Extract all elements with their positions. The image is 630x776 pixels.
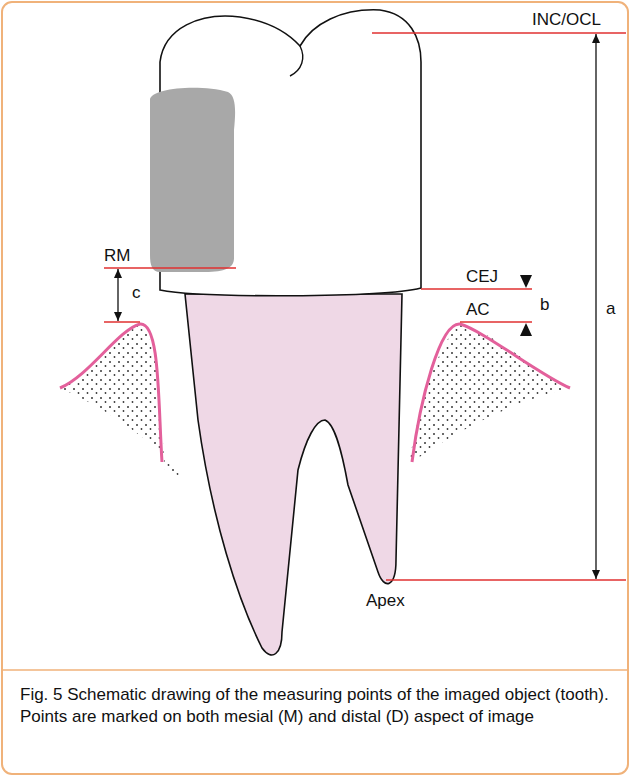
bone-left — [60, 324, 190, 480]
alveolar-crest-line — [460, 321, 532, 322]
restoration — [150, 88, 235, 272]
dimension-arrow — [117, 295, 118, 321]
alveolar-crest-line — [104, 321, 140, 322]
cej-line — [421, 288, 532, 289]
incisal-line — [372, 32, 626, 33]
dimension-label: a — [606, 300, 615, 319]
measuring-point-label: INC/OCL — [532, 11, 601, 30]
cusp-groove — [290, 46, 303, 76]
measuring-point-label: RM — [104, 247, 130, 266]
restoration-margin-line — [104, 267, 236, 268]
measuring-point-label: AC — [466, 301, 490, 320]
dimension-arrow — [117, 269, 118, 295]
dimension-arrow — [595, 300, 596, 579]
bone-crest-left — [60, 324, 162, 462]
separator — [2, 669, 628, 671]
dimension-arrow — [595, 34, 596, 300]
dimension-label: b — [540, 296, 549, 315]
measuring-point-label: CEJ — [466, 268, 498, 287]
apex-line — [386, 579, 626, 580]
measuring-point-label: Apex — [366, 592, 405, 611]
dimension-arrowhead — [520, 275, 532, 288]
dimension-label: c — [132, 284, 141, 303]
figure-caption: Fig. 5 Schematic drawing of the measurin… — [20, 684, 610, 728]
bone-crest-right — [412, 324, 570, 462]
bone-right — [390, 324, 570, 478]
dimension-arrowhead — [520, 323, 532, 336]
